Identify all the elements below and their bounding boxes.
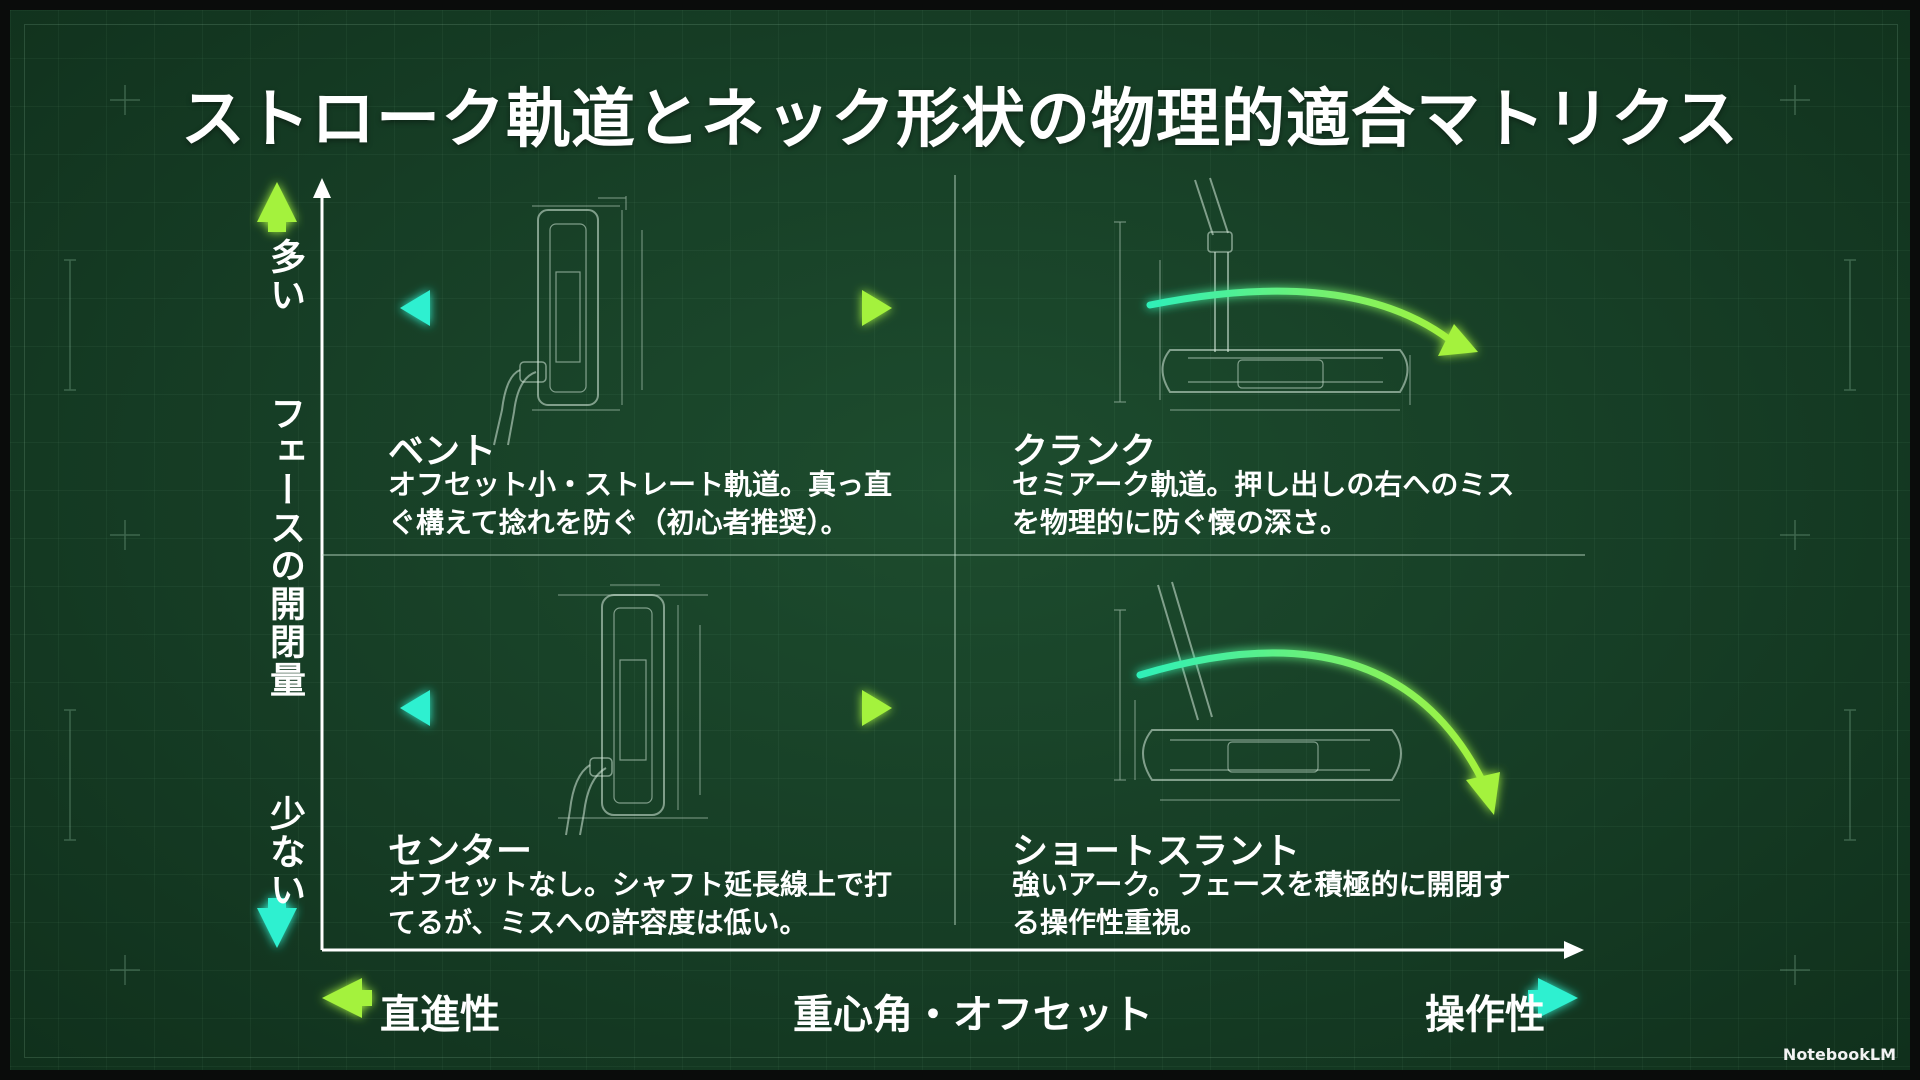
bent-title: ベント <box>388 431 497 472</box>
short-slant-description: 強いアーク。フェースを積極的に開閉す る操作性重視。 <box>1012 866 1532 942</box>
x-axis-right-label: 操作性 <box>1425 992 1545 1038</box>
matrix-diagram <box>64 85 1856 1018</box>
center-straight-arrow <box>400 690 892 726</box>
short-slant-description-line-2: る操作性重視。 <box>1012 906 1209 939</box>
bent-putter-drawing <box>493 196 643 446</box>
bent-description: オフセット小・ストレート軌道。真っ直 ぐ構えて捻れを防ぐ（初心者推奨）。 <box>388 466 908 542</box>
x-axis-left-arrow <box>322 978 372 1018</box>
y-axis-up-arrow <box>257 182 297 232</box>
crank-putter-drawing <box>1114 177 1411 411</box>
center-description-line-1: オフセットなし。シャフト延長線上で打 <box>388 868 893 901</box>
short-slant-putter-drawing <box>1114 581 1402 801</box>
y-axis-top-label: 多い <box>264 238 305 314</box>
x-axis-title: 重心角・オフセット <box>793 992 1153 1038</box>
y-axis-arrowhead <box>313 178 331 198</box>
brand-watermark: NotebookLM <box>1782 1045 1896 1064</box>
center-title: センター <box>388 831 533 872</box>
corner-marks <box>64 85 1856 985</box>
center-description: オフセットなし。シャフト延長線上で打 てるが、ミスへの許容度は低い。 <box>388 866 908 942</box>
y-axis-bottom-label: 少ない <box>264 795 305 909</box>
y-axis-title: フェースの開閉量 <box>264 395 305 699</box>
bent-description-line-1: オフセット小・ストレート軌道。真っ直 <box>388 468 893 501</box>
bent-description-line-2: ぐ構えて捻れを防ぐ（初心者推奨）。 <box>388 506 849 539</box>
crank-arc-arrow <box>1146 287 1478 356</box>
bent-straight-arrow <box>400 290 892 326</box>
y-axis-down-arrow <box>257 898 297 948</box>
crank-description-line-1: セミアーク軌道。押し出しの右へのミス <box>1012 468 1515 501</box>
center-description-line-2: てるが、ミスへの許容度は低い。 <box>388 906 808 939</box>
crank-description-line-2: を物理的に防ぐ懐の深さ。 <box>1012 506 1349 539</box>
short-slant-title: ショートスラント <box>1012 831 1301 872</box>
crank-description: セミアーク軌道。押し出しの右へのミス を物理的に防ぐ懐の深さ。 <box>1012 466 1532 542</box>
x-axis-right-arrow <box>1528 978 1578 1018</box>
page-title: ストローク軌道とネック形状の物理的適合マトリクス <box>180 83 1740 157</box>
x-axis-arrowhead <box>1564 941 1584 959</box>
blueprint-board: ストローク軌道とネック形状の物理的適合マトリクス 多い フェースの開閉量 少ない… <box>10 10 1910 1070</box>
short-slant-description-line-1: 強いアーク。フェースを積極的に開閉す <box>1012 868 1511 901</box>
crank-title: クランク <box>1012 431 1157 472</box>
x-axis-left-label: 直進性 <box>380 992 500 1038</box>
short-slant-arc-arrow <box>1136 649 1500 815</box>
